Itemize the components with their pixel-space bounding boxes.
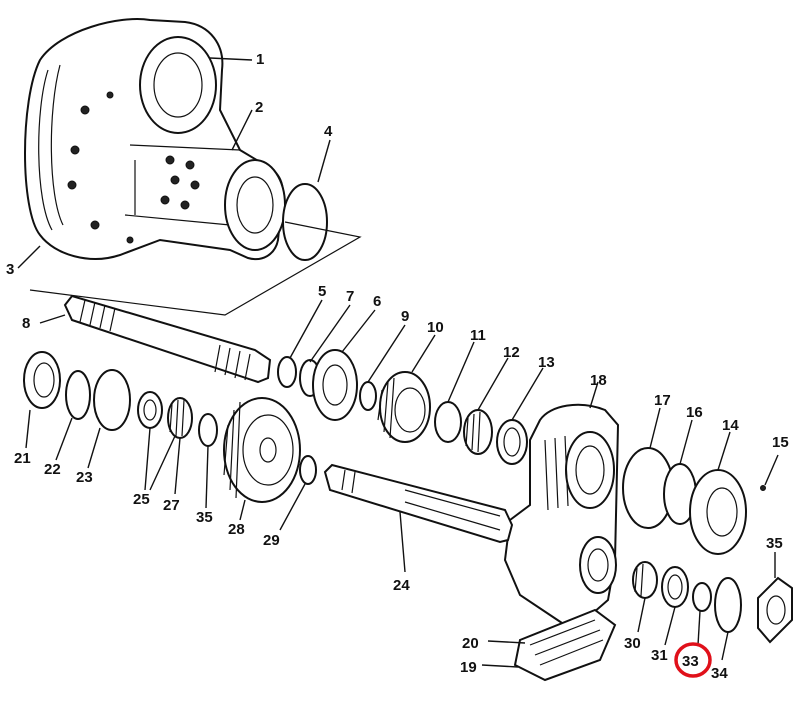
callout-23: 23 xyxy=(76,469,93,486)
callout-31: 31 xyxy=(651,647,668,664)
callout-8: 8 xyxy=(22,315,30,332)
callout-2: 2 xyxy=(255,99,263,116)
callout-25: 25 xyxy=(133,491,150,508)
washer-11 xyxy=(434,401,462,443)
callout-1: 1 xyxy=(256,51,264,68)
cover-14 xyxy=(689,469,747,555)
pan-19-20 xyxy=(513,608,617,682)
gasket-23 xyxy=(93,369,131,431)
callout-11: 11 xyxy=(470,327,486,344)
callout-27: 27 xyxy=(163,497,180,514)
o-ring-22 xyxy=(65,370,91,420)
callout-19: 19 xyxy=(460,659,477,676)
bearing-12 xyxy=(463,409,493,455)
callout-30: 30 xyxy=(624,635,641,652)
gear-28 xyxy=(223,397,301,503)
leader-lines xyxy=(17,57,779,668)
callout-4: 4 xyxy=(324,123,333,140)
callout-7: 7 xyxy=(346,288,354,305)
callout-3: 3 xyxy=(6,261,14,278)
ring-29 xyxy=(299,455,317,485)
callout-labels: 1 2 3 4 5 6 7 8 9 10 11 12 13 14 15 16 1… xyxy=(6,51,789,682)
o-ring-4 xyxy=(282,183,328,261)
highlight-circle-33 xyxy=(674,642,712,678)
callout-32: 35 xyxy=(766,535,783,552)
callout-18: 18 xyxy=(590,372,607,389)
callout-12: 12 xyxy=(503,344,520,361)
callout-9: 9 xyxy=(401,308,409,325)
callout-33: 33 xyxy=(682,653,699,670)
callout-20: 20 xyxy=(462,635,479,652)
ring-5 xyxy=(277,356,297,388)
callout-10: 10 xyxy=(427,319,444,336)
gear-10 xyxy=(377,371,431,443)
bolt-15 xyxy=(760,485,766,491)
callout-28: 28 xyxy=(228,521,245,538)
callout-5: 5 xyxy=(318,283,326,300)
main-housing xyxy=(24,18,286,260)
cups-25 xyxy=(137,391,163,429)
callout-34: 34 xyxy=(711,665,728,682)
seal-33 xyxy=(692,582,712,612)
case-18 xyxy=(503,403,620,627)
retainer-6 xyxy=(312,349,358,421)
flange-32 xyxy=(757,576,793,644)
callout-14: 14 xyxy=(722,417,739,434)
input-shaft-8 xyxy=(63,294,272,384)
callout-15: 15 xyxy=(772,434,789,451)
bearing-27 xyxy=(167,397,193,439)
cup-31 xyxy=(661,566,689,608)
callout-24: 24 xyxy=(393,577,410,594)
output-shaft-24 xyxy=(323,463,514,544)
callout-22: 22 xyxy=(44,461,61,478)
seal-housing-21 xyxy=(23,351,61,409)
callout-35: 35 xyxy=(196,509,213,526)
callout-16: 16 xyxy=(686,404,703,421)
callout-17: 17 xyxy=(654,392,671,409)
o-ring-34 xyxy=(714,577,742,633)
callout-21: 21 xyxy=(14,450,31,467)
bearing-30 xyxy=(632,561,658,599)
ring-9 xyxy=(359,381,377,411)
callout-29: 29 xyxy=(263,532,280,549)
callout-6: 6 xyxy=(373,293,381,310)
housing-gasket xyxy=(29,221,362,316)
ring-35 xyxy=(198,413,218,447)
cup-13 xyxy=(496,419,528,465)
callout-13: 13 xyxy=(538,354,555,371)
